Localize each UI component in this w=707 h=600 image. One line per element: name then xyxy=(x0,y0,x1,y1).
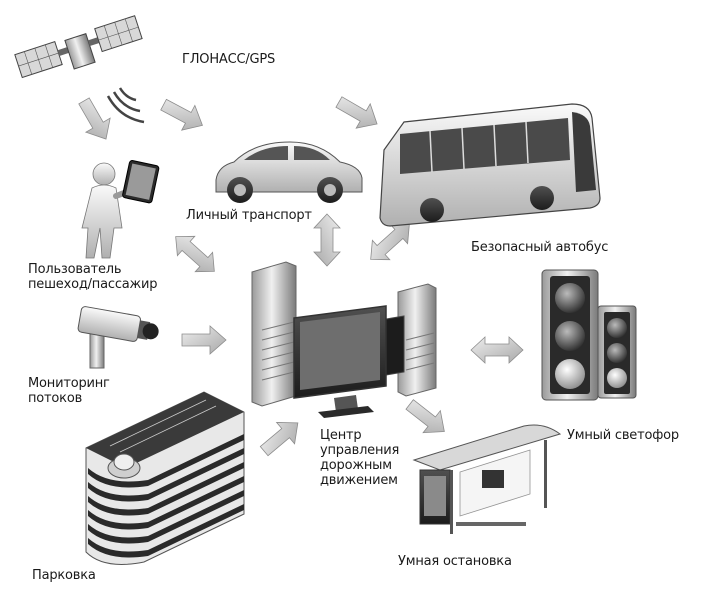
arrow-user-center xyxy=(175,235,215,273)
personal-car-icon xyxy=(215,141,363,203)
pedestrian-user-icon xyxy=(81,160,160,259)
arrow-monitoring-to-center xyxy=(181,325,227,355)
label-parking: Парковка xyxy=(32,568,96,583)
label-glonass-gps: ГЛОНАСС/GPS xyxy=(182,52,276,67)
label-personal-transport: Личный транспорт xyxy=(186,208,312,223)
arrow-parking-to-center xyxy=(259,422,299,457)
satellite-icon xyxy=(14,15,145,124)
control-center-computer-icon xyxy=(251,261,437,418)
label-smart-traffic-light: Умный светофор xyxy=(567,428,679,443)
label-smart-bus-stop: Умная остановка xyxy=(398,554,512,569)
label-user-pedestrian: Пользователь пешеход/пассажир xyxy=(28,262,158,292)
arrow-satellite-to-car xyxy=(160,98,203,131)
surveillance-camera-icon xyxy=(77,306,159,369)
smart-bus-stop-icon xyxy=(412,424,562,534)
safe-bus-icon xyxy=(379,103,601,227)
arrow-center-to-stop xyxy=(405,399,445,434)
arrow-satellite-to-user xyxy=(78,97,111,140)
parking-building-icon xyxy=(85,391,245,565)
label-safe-bus: Безопасный автобус xyxy=(471,240,609,255)
arrow-center-light xyxy=(470,336,524,364)
label-flow-monitoring: Мониторинг потоков xyxy=(28,376,110,406)
arrow-car-center xyxy=(313,213,341,267)
arrow-satellite-to-bus xyxy=(335,96,378,129)
smart-traffic-light-icon xyxy=(541,269,637,401)
label-traffic-control-center: Центр управления дорожным движением xyxy=(320,428,400,488)
